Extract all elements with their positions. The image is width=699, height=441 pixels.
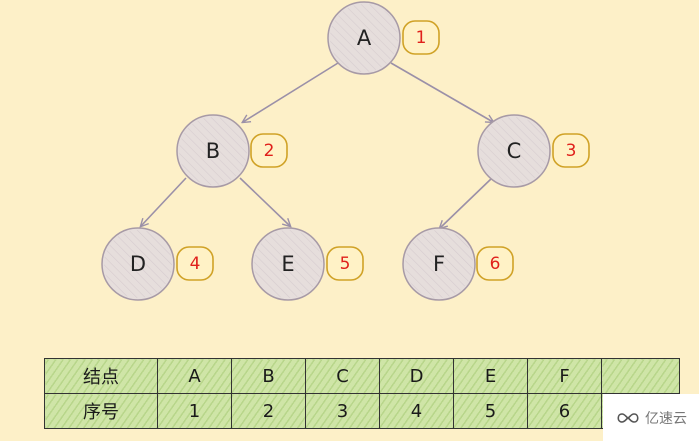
table-cell-empty [601, 358, 680, 394]
edge-a-b [243, 62, 339, 122]
tree-node-b: B 2 [176, 114, 288, 188]
tree-node-a: A 1 [327, 1, 440, 75]
edge-c-f [440, 177, 493, 228]
table-cell: A [157, 358, 232, 394]
table-cell: C [305, 358, 380, 394]
index-badge-number: 3 [566, 141, 577, 161]
node-hatch [330, 4, 398, 72]
table-header-node: 结点 [44, 358, 158, 394]
edge-a-c [390, 62, 493, 122]
table-row-indices: 序号 1 2 3 4 5 6 [44, 393, 680, 429]
node-index-table: 结点 A B C D E F 序号 1 2 3 4 5 6 [44, 358, 680, 429]
index-badge [476, 246, 514, 281]
table-header-index: 序号 [44, 393, 158, 429]
table-cell: 2 [231, 393, 306, 429]
table-cell: 4 [379, 393, 454, 429]
index-badge [552, 133, 590, 168]
table-cell: F [527, 358, 602, 394]
edges [141, 62, 493, 228]
tree-node-f: F 6 [402, 227, 514, 301]
node-label: C [507, 139, 522, 163]
node-hatch [405, 230, 473, 298]
table-cell: 5 [453, 393, 528, 429]
index-badge [402, 20, 440, 55]
node-label: A [357, 26, 372, 50]
index-badge [250, 133, 288, 168]
index-badge [176, 246, 214, 281]
edge-b-d [141, 177, 187, 226]
index-badge-number: 5 [340, 254, 351, 274]
table-cell: D [379, 358, 454, 394]
table-cell: 1 [157, 393, 232, 429]
node-label: D [130, 252, 146, 276]
table-cell: 3 [305, 393, 380, 429]
table-cell: E [453, 358, 528, 394]
node-hatch [254, 230, 322, 298]
watermark: 亿速云 [603, 394, 699, 441]
index-badge-number: 4 [190, 254, 201, 274]
index-badge-number: 2 [264, 141, 275, 161]
index-badge-number: 1 [416, 28, 427, 48]
index-badge-number: 6 [490, 254, 501, 274]
edge-b-e [239, 177, 290, 226]
node-label: B [206, 139, 220, 163]
tree-node-d: D 4 [101, 227, 214, 301]
watermark-text: 亿速云 [645, 410, 687, 427]
table-cell: 6 [527, 393, 602, 429]
table-row-nodes: 结点 A B C D E F [44, 358, 680, 394]
node-hatch [480, 117, 548, 185]
node-label: F [433, 252, 445, 276]
node-hatch [104, 230, 172, 298]
tree-node-c: C 3 [477, 114, 590, 188]
tree-node-e: E 5 [251, 227, 364, 301]
table-cell: B [231, 358, 306, 394]
cloud-logo-icon [617, 412, 639, 423]
index-badge [326, 246, 364, 281]
node-label: E [281, 252, 294, 276]
node-hatch [179, 117, 247, 185]
